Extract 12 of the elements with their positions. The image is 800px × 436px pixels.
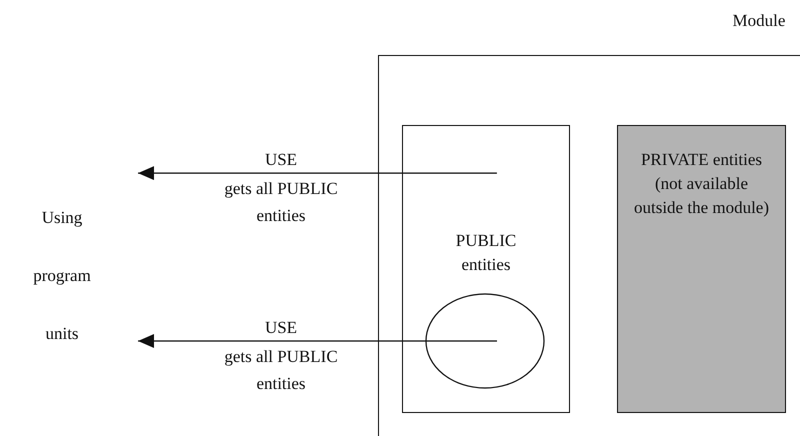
arrow (138, 334, 497, 348)
arrow (138, 166, 497, 180)
using-units-text: Using program units (32, 207, 92, 345)
edge-label: USE (264, 317, 298, 339)
private-box (617, 125, 786, 413)
arrow-caption: gets all PUBLIC entities (223, 346, 339, 395)
private-entities-text: PRIVATE entities (not available outside the module) (632, 149, 770, 219)
public-box (402, 125, 570, 413)
public-entities-text: PUBLIC entities (454, 230, 518, 276)
arrow-caption: gets all PUBLIC entities (223, 178, 339, 227)
module-heading: Module (732, 10, 786, 32)
edge-label: USE (264, 149, 298, 171)
